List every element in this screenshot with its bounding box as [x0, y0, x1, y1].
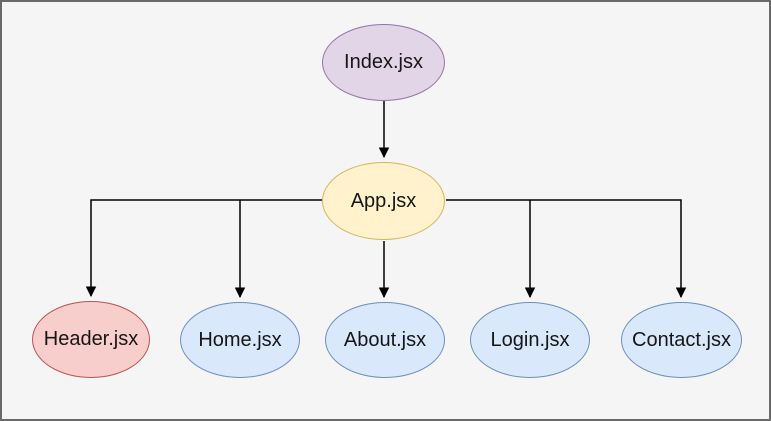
node-contact-jsx: Contact.jsx [621, 302, 742, 378]
node-about-jsx: About.jsx [325, 302, 445, 378]
node-home-jsx: Home.jsx [180, 302, 300, 378]
node-label: App.jsx [350, 189, 417, 212]
node-label: Index.jsx [344, 51, 423, 73]
node-header-jsx: Header.jsx [32, 301, 150, 378]
node-label: Contact.jsx [632, 328, 731, 351]
node-label: Header.jsx [43, 328, 139, 350]
node-app-jsx: App.jsx [322, 162, 445, 240]
node-label: Home.jsx [198, 328, 282, 351]
node-label: Login.jsx [490, 328, 570, 351]
edge-app-to-contact [446, 199, 687, 299]
node-login-jsx: Login.jsx [470, 302, 590, 378]
node-index-jsx: Index.jsx [322, 24, 445, 101]
edge-app-to-header [85, 199, 322, 298]
node-label: About.jsx [343, 328, 427, 351]
